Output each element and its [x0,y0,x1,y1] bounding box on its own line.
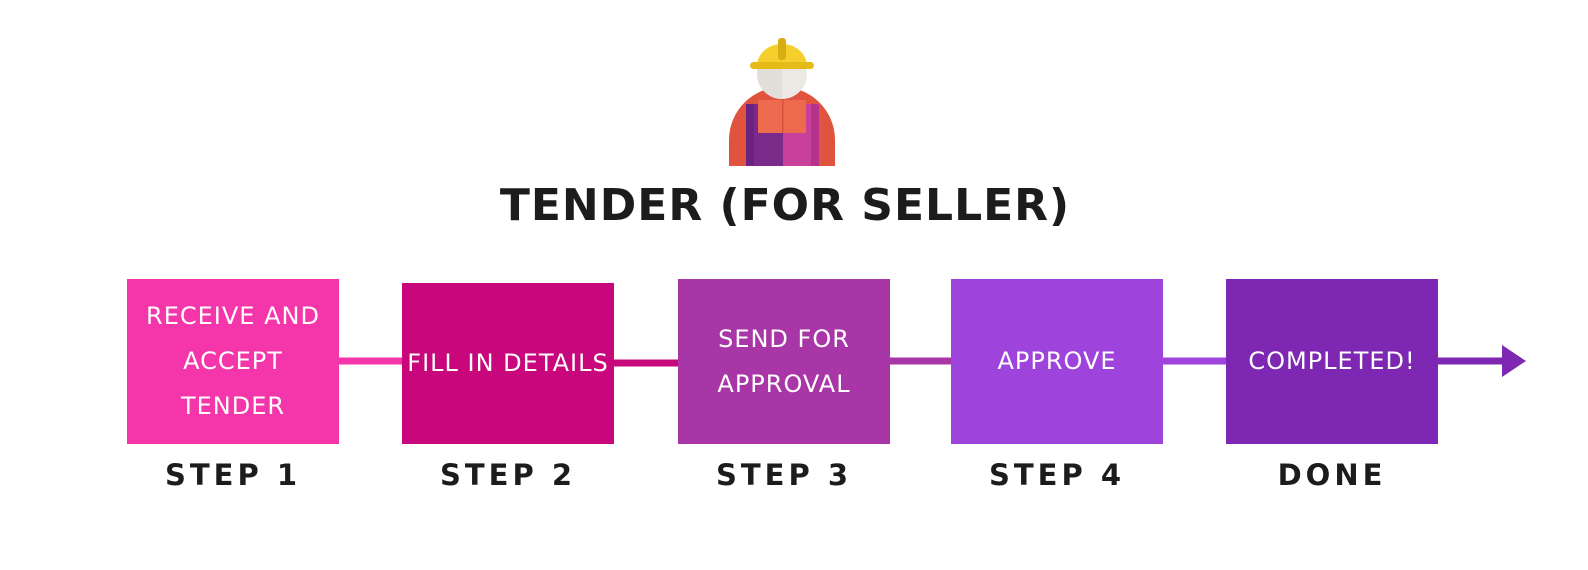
construction-worker-icon [729,38,835,166]
diagram-title: TENDER (FOR SELLER) [499,180,1071,231]
arrow-head-icon [1502,345,1526,377]
step-box-4: APPROVE [951,279,1163,444]
step-box-2: FILL IN DETAILS [402,283,614,444]
step-label-1: STEP 1 [164,458,301,492]
step-label-5: DONE [1277,458,1387,492]
step-box-1: RECEIVE AND ACCEPT TENDER [127,279,339,444]
step-label-2: STEP 2 [439,458,576,492]
step-box-2-text: FILL IN DETAILS [407,349,609,377]
step-box-1-text: RECEIVE AND ACCEPT TENDER [146,302,320,420]
step-box-5: COMPLETED! [1226,279,1438,444]
step-label-3: STEP 3 [715,458,852,492]
step-box-4-text: APPROVE [997,347,1117,375]
step-label-4: STEP 4 [988,458,1125,492]
step-box-3-text: SEND FOR APPROVAL [717,324,851,398]
step-box-5-text: COMPLETED! [1248,347,1416,375]
step-box-3: SEND FOR APPROVAL [678,279,890,444]
